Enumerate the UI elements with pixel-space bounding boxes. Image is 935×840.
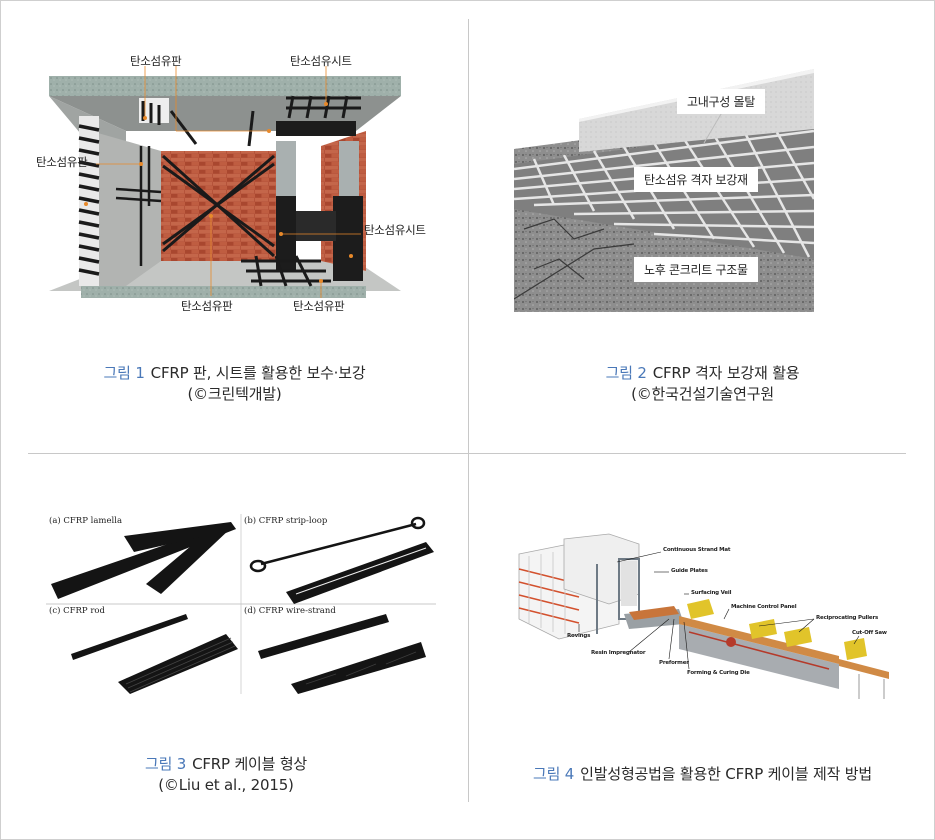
building-reinforcement-illustration (49, 66, 401, 298)
label-preformer: Preformer (659, 660, 689, 666)
label-carbon-sheet-right: 탄소섬유시트 (364, 223, 426, 237)
figure-3-number: 그림 3 (144, 755, 187, 773)
figure-3-image: (a) CFRP lamella (b) CFRP strip-loop (c)… (46, 514, 436, 694)
figure-2-number: 그림 2 (605, 364, 647, 382)
label-cfrp-lamella: (a) CFRP lamella (49, 516, 123, 526)
label-cfrp-strip-loop: (b) CFRP strip-loop (244, 516, 328, 526)
cfrp-cable-shapes-illustration (46, 514, 436, 694)
figure-3: (a) CFRP lamella (b) CFRP strip-loop (c)… (1, 454, 468, 840)
label-resin-impregnator: Resin Impregnator (591, 650, 646, 656)
label-surfacing-veil: Surfacing Veil (691, 590, 732, 596)
label-aging-concrete-structure: 노후 콘크리트 구조물 (634, 257, 758, 282)
label-reciprocating-pullers: Reciprocating Pullers (816, 615, 879, 621)
figure-2-title: CFRP 격자 보강재 활용 (652, 364, 800, 382)
label-cut-off-saw: Cut-Off Saw (852, 630, 887, 636)
label-high-durability-mortar: 고내구성 몰탈 (677, 89, 765, 114)
horizontal-divider (28, 453, 906, 454)
figure-4-image: Continuous Strand Mat Guide Plates Surfa… (509, 524, 894, 704)
label-forming-curing-die: Forming & Curing Die (687, 670, 750, 676)
figure-4-number: 그림 4 (533, 765, 575, 783)
figure-1-number: 그림 1 (103, 364, 145, 382)
label-guide-plates: Guide Plates (671, 568, 708, 574)
label-carbon-plate-bottom-left: 탄소섬유판 (181, 299, 233, 313)
label-cfrp-rod: (c) CFRP rod (49, 606, 105, 616)
label-cfrp-wire-strand: (d) CFRP wire-strand (244, 606, 336, 616)
figure-1: 탄소섬유판 탄소섬유시트 탄소섬유판 탄소섬유시트 탄소섬유판 탄소섬유판 그림… (1, 1, 468, 453)
label-carbon-sheet-top-right: 탄소섬유시트 (290, 54, 352, 68)
vertical-divider (468, 19, 469, 802)
figure-2-caption: 그림 2 CFRP 격자 보강재 활용 (©한국건설기술연구원 (469, 363, 935, 405)
label-carbon-plate-left: 탄소섬유판 (36, 155, 88, 169)
figure-3-title: CFRP 케이블 형상 (192, 755, 308, 773)
figure-4: Continuous Strand Mat Guide Plates Surfa… (469, 454, 935, 840)
figure-2-credit: (©한국건설기술연구원 (631, 385, 774, 403)
label-rovings: Rovings (567, 633, 591, 639)
figure-1-title: CFRP 판, 시트를 활용한 보수·보강 (150, 364, 366, 382)
figure-4-caption: 그림 4 인발성형공법을 활용한 CFRP 케이블 제작 방법 (469, 764, 935, 785)
label-carbon-grid-reinforcement: 탄소섬유 격자 보강재 (634, 167, 758, 192)
figure-1-caption: 그림 1 CFRP 판, 시트를 활용한 보수·보강 (©크린텍개발) (1, 363, 468, 405)
label-carbon-plate-top-left: 탄소섬유판 (130, 54, 182, 68)
figure-2-image: 고내구성 몰탈 탄소섬유 격자 보강재 노후 콘크리트 구조물 (514, 69, 814, 312)
figure-3-credit: (©Liu et al., 2015) (158, 776, 294, 794)
figure-1-credit: (©크린텍개발) (187, 385, 282, 403)
label-machine-control-panel: Machine Control Panel (731, 604, 797, 610)
figure-3-caption: 그림 3 CFRP 케이블 형상 (©Liu et al., 2015) (1, 754, 451, 796)
label-carbon-plate-bottom-right: 탄소섬유판 (293, 299, 345, 313)
figure-4-title: 인발성형공법을 활용한 CFRP 케이블 제작 방법 (580, 765, 872, 783)
figure-1-image: 탄소섬유판 탄소섬유시트 탄소섬유판 탄소섬유시트 탄소섬유판 탄소섬유판 (31, 46, 451, 321)
figure-2: 고내구성 몰탈 탄소섬유 격자 보강재 노후 콘크리트 구조물 그림 2 CFRP… (469, 1, 935, 453)
label-continuous-strand-mat: Continuous Strand Mat (663, 547, 731, 553)
pultrusion-process-illustration (509, 524, 894, 704)
